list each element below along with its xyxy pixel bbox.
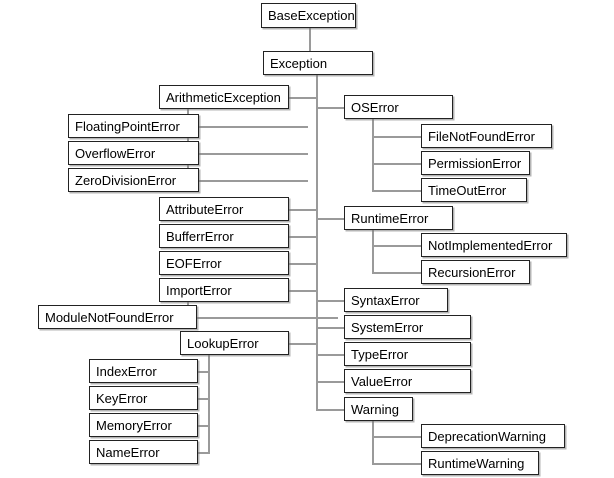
connector-line — [198, 425, 210, 427]
node-arithmetic-exception[interactable]: ArithmeticException — [159, 85, 289, 109]
node-index-error[interactable]: IndexError — [89, 359, 198, 383]
node-type-error[interactable]: TypeError — [344, 342, 471, 366]
node-not-implemented-error[interactable]: NotImplementedError — [421, 233, 567, 257]
node-overflow-error[interactable]: OverflowError — [68, 141, 199, 165]
connector-line — [316, 107, 346, 109]
connector-line — [372, 136, 423, 138]
node-time-out-error[interactable]: TimeOutError — [421, 178, 527, 202]
connector-line — [198, 398, 210, 400]
node-warning[interactable]: Warning — [344, 397, 413, 421]
node-permission-error[interactable]: PermissionError — [421, 151, 530, 175]
connector-line — [316, 327, 346, 329]
connector-line — [372, 163, 423, 165]
connector-line — [372, 119, 374, 190]
node-value-error[interactable]: ValueError — [344, 369, 471, 393]
connector-line — [372, 421, 374, 463]
connector-line — [372, 230, 374, 272]
connector-line — [187, 180, 308, 182]
connector-line — [289, 290, 318, 292]
connector-line — [372, 190, 423, 192]
connector-line — [198, 452, 210, 454]
connector-line — [289, 263, 318, 265]
connector-line — [289, 97, 318, 99]
connector-line — [316, 218, 346, 220]
node-import-error[interactable]: ImportError — [159, 278, 289, 302]
node-module-not-found-error[interactable]: ModuleNotFoundError — [38, 305, 197, 329]
connector-line — [289, 236, 318, 238]
connector-line — [372, 245, 423, 247]
node-bufferr-error[interactable]: BufferrError — [159, 224, 289, 248]
node-exception[interactable]: Exception — [263, 51, 373, 75]
node-floating-point-error[interactable]: FloatingPointError — [68, 114, 199, 138]
node-runtime-error[interactable]: RuntimeError — [344, 206, 453, 230]
connector-line — [187, 317, 338, 319]
connector-line — [316, 409, 346, 411]
node-deprecation-warning[interactable]: DeprecationWarning — [421, 424, 565, 448]
node-runtime-warning[interactable]: RuntimeWarning — [421, 451, 539, 475]
connector-line — [187, 153, 308, 155]
node-zero-division-error[interactable]: ZeroDivisionError — [68, 168, 199, 192]
connector-line — [208, 355, 210, 452]
node-memory-error[interactable]: MemoryError — [89, 413, 198, 437]
node-attribute-error[interactable]: AttributeError — [159, 197, 289, 221]
connector-line — [289, 209, 318, 211]
connector-line — [309, 28, 311, 51]
connector-line — [316, 300, 346, 302]
connector-line — [198, 371, 210, 373]
node-system-error[interactable]: SystemError — [344, 315, 471, 339]
node-eoferror[interactable]: EOFError — [159, 251, 289, 275]
node-syntax-error[interactable]: SyntaxError — [344, 288, 448, 312]
connector-line — [316, 75, 318, 409]
node-oserror[interactable]: OSError — [344, 95, 453, 119]
node-base-exception[interactable]: BaseException — [261, 3, 356, 28]
connector-line — [372, 272, 423, 274]
node-lookup-error[interactable]: LookupError — [180, 331, 289, 355]
node-key-error[interactable]: KeyError — [89, 386, 198, 410]
connector-line — [316, 354, 346, 356]
connector-line — [372, 463, 423, 465]
connector-line — [372, 436, 423, 438]
node-recursion-error[interactable]: RecursionError — [421, 260, 530, 284]
node-name-error[interactable]: NameError — [89, 440, 198, 464]
connector-line — [289, 343, 318, 345]
node-file-not-found-error[interactable]: FileNotFoundError — [421, 124, 552, 148]
connector-line — [187, 126, 308, 128]
connector-line — [316, 381, 346, 383]
